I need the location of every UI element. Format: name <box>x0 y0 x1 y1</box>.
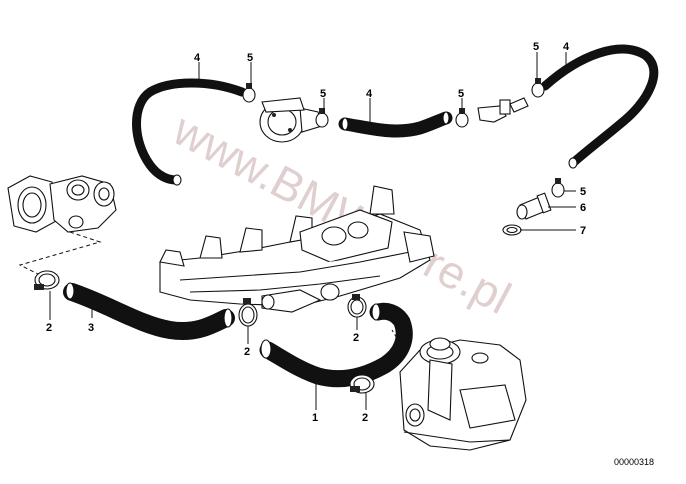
seal-7 <box>502 224 522 236</box>
hose-3 <box>63 282 235 340</box>
intake-manifold <box>159 185 435 313</box>
callout-4: 4 <box>194 52 201 64</box>
callout-2: 2 <box>362 412 368 424</box>
document-number: 00000318 <box>614 457 654 467</box>
hose-4-left <box>132 78 247 186</box>
callout-2: 2 <box>353 332 359 344</box>
leader-lines <box>49 52 576 410</box>
callout-1: 1 <box>312 412 318 424</box>
callout-5: 5 <box>533 41 539 53</box>
callout-5: 5 <box>320 88 326 100</box>
clamp-2-b <box>238 298 258 327</box>
callout-6: 6 <box>580 202 586 214</box>
clamp-2-a <box>34 270 60 290</box>
callout-5: 5 <box>580 186 586 198</box>
clamp-5-a <box>242 83 256 103</box>
clamp-5-d <box>531 78 545 98</box>
water-pump <box>399 337 527 451</box>
hose-1 <box>259 302 413 388</box>
guide-line-housing <box>18 231 102 276</box>
callout-4: 4 <box>366 88 373 100</box>
vacuum-valve <box>259 97 323 143</box>
callout-2: 2 <box>244 346 250 358</box>
clamp-2-d <box>349 374 375 394</box>
clamp-5-e <box>551 178 565 198</box>
guide-line-pump <box>391 329 405 351</box>
fitting-6 <box>516 192 552 220</box>
hose-4-right <box>540 44 659 169</box>
clamp-5-b <box>315 108 329 128</box>
callout-labels: 4 5 5 4 5 5 4 5 6 7 2 3 2 2 1 2 <box>46 41 586 424</box>
fitting-right-top <box>477 97 529 123</box>
callout-2: 2 <box>46 322 52 334</box>
clamp-2-c <box>347 294 367 318</box>
thermostat-housing <box>7 175 117 233</box>
callout-5: 5 <box>458 88 464 100</box>
callout-5: 5 <box>247 52 253 64</box>
callout-4: 4 <box>563 41 570 53</box>
callout-7: 7 <box>580 225 586 237</box>
callout-3: 3 <box>88 322 94 334</box>
hose-4-middle <box>338 111 453 138</box>
